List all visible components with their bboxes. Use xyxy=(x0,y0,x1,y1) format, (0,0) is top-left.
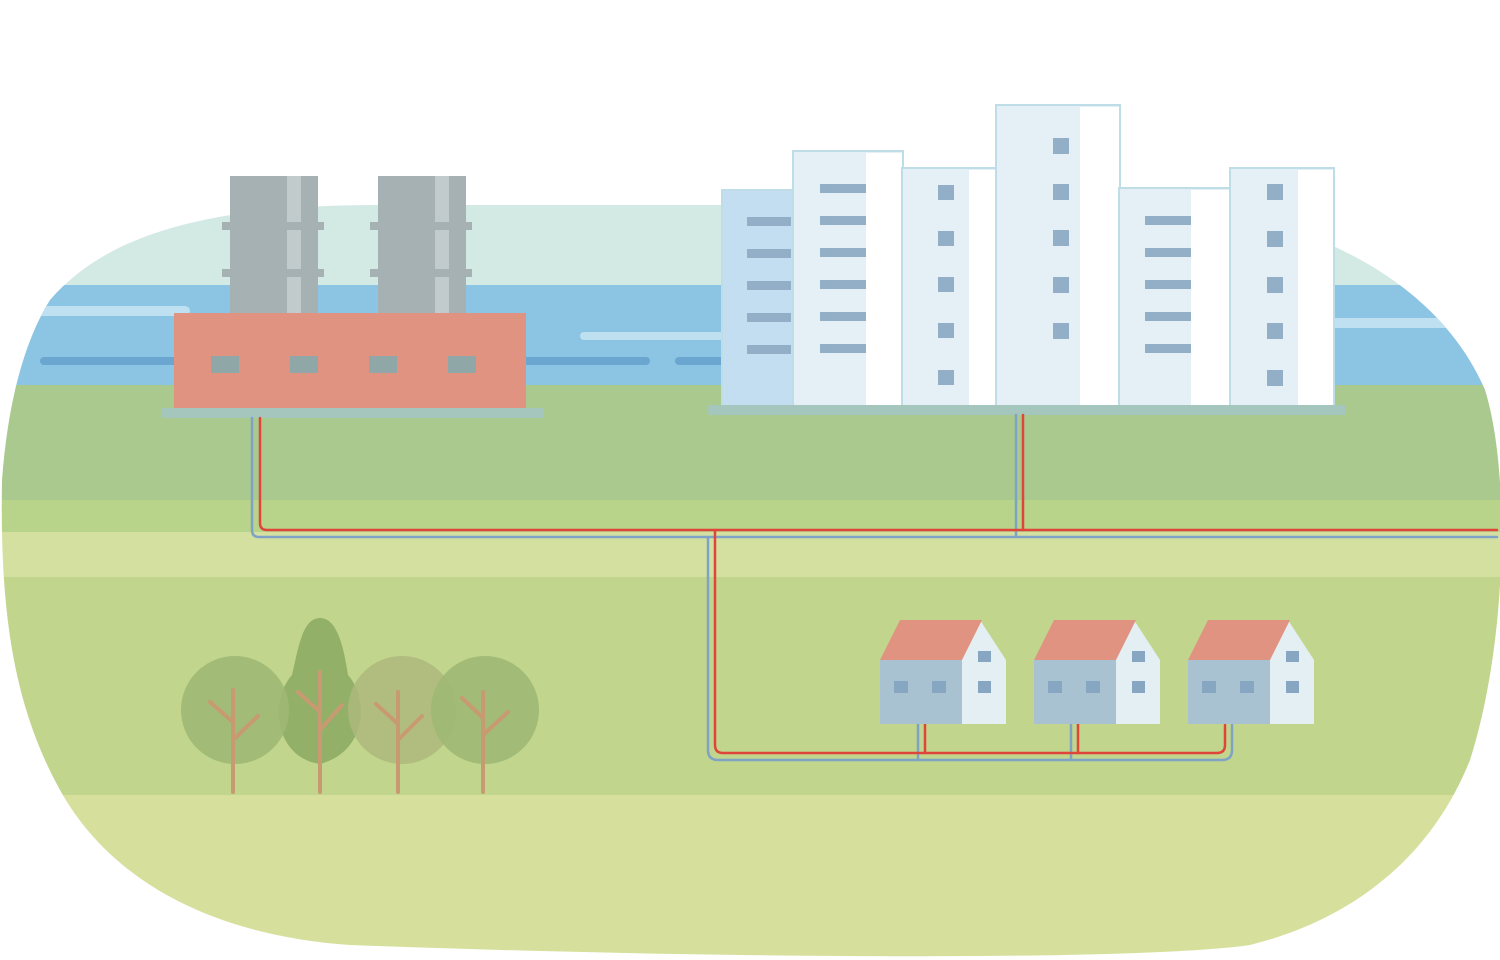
factory-icon xyxy=(174,313,526,411)
house-icon xyxy=(1188,620,1314,724)
apartment-building-icon xyxy=(721,189,801,409)
near-field xyxy=(1,795,1500,957)
trees xyxy=(181,618,539,794)
cooling-tower-icon xyxy=(370,176,472,316)
power-plant xyxy=(162,176,544,418)
field-band xyxy=(1,500,1500,532)
apartment-district xyxy=(708,104,1346,415)
district-ground-strip xyxy=(708,405,1346,415)
houses xyxy=(880,620,1314,724)
heat-pipe-icon xyxy=(250,413,1499,762)
apartment-building-icon xyxy=(901,167,998,409)
apartment-building-icon xyxy=(1118,187,1232,409)
plant-ground-strip xyxy=(162,408,544,418)
cooling-tower-icon xyxy=(222,176,324,316)
tree-icon xyxy=(348,656,456,764)
apartment-building-icon xyxy=(1229,167,1335,409)
apartment-building-icon xyxy=(792,150,904,409)
tree-trunks xyxy=(208,670,510,794)
house-icon xyxy=(1034,620,1160,724)
apartment-building-icon xyxy=(995,104,1121,409)
house-icon xyxy=(880,620,1006,724)
road-band xyxy=(1,532,1500,577)
